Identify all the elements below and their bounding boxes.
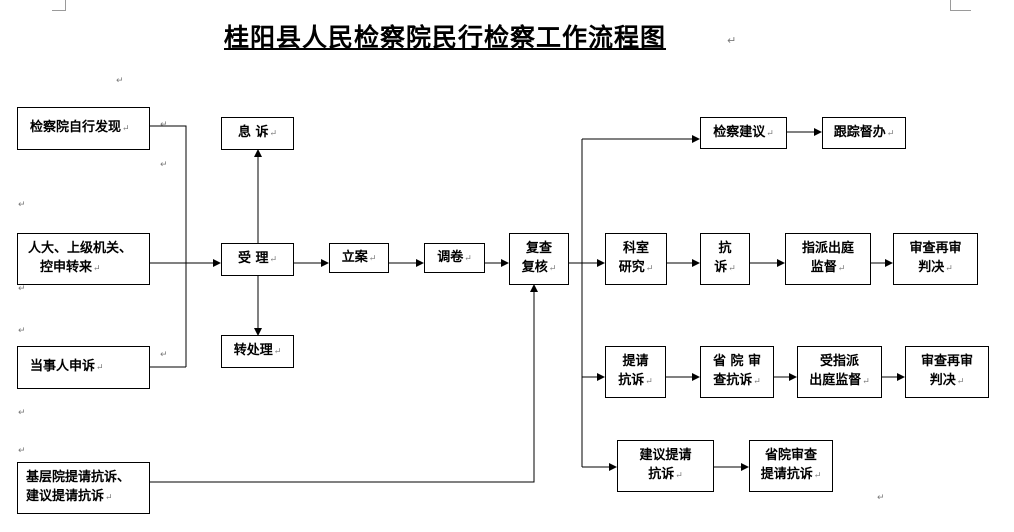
box-label-line1: 科室	[622, 241, 649, 256]
box-label-line2: 抗诉	[648, 465, 683, 486]
box-label-line2: 抗诉	[618, 371, 653, 392]
box-accept: 受 理	[221, 243, 294, 276]
box-label: 受 理	[238, 249, 277, 270]
paragraph-mark: ↵	[160, 120, 168, 130]
connector-grassroots-review	[150, 284, 538, 483]
paragraph-mark: ↵	[160, 160, 168, 170]
box-retrial-judgment-1: 审查再审 判决	[893, 233, 978, 285]
box-label-line1: 提请	[622, 354, 649, 369]
box-file-case: 立案	[329, 243, 389, 273]
box-npc-transfer: 人大、上级机关、 控申转来	[17, 233, 150, 285]
box-grassroots-request: 基层院提请抗诉、 建议提请抗诉	[17, 462, 150, 514]
box-label: 检察院自行发现	[30, 118, 130, 139]
box-label-line2: 查抗诉	[713, 371, 761, 392]
box-label-line1: 基层院提请抗诉、	[26, 470, 131, 485]
box-retrial-judgment-2: 审查再审 判决	[905, 346, 989, 398]
box-label-line2: 复核	[522, 258, 557, 279]
box-label: 转处理	[234, 341, 282, 362]
box-label-line1: 复查	[525, 241, 552, 256]
box-party-complaint: 当事人申诉	[17, 346, 150, 389]
box-review: 复查 复核	[509, 233, 569, 285]
page-corner-top-left	[52, 0, 66, 11]
paragraph-mark: ↵	[877, 493, 885, 503]
box-label: 立案	[342, 248, 377, 269]
paragraph-mark: ↵	[160, 350, 168, 360]
box-label-line1: 人大、上级机关、	[28, 241, 133, 256]
box-label: 当事人申诉	[30, 357, 104, 378]
box-label: 息 诉	[238, 123, 277, 144]
paragraph-mark: ↵	[116, 76, 124, 86]
paragraph-mark: ↵	[18, 446, 26, 456]
connector-self-found	[150, 125, 187, 367]
box-retrieve-files: 调卷	[424, 243, 485, 273]
paragraph-mark: ↵	[18, 200, 26, 210]
box-accept-assign-supervise: 受指派 出庭监督	[797, 346, 882, 398]
box-protest: 抗 诉	[700, 233, 750, 285]
box-label-line1: 指派出庭	[801, 241, 854, 256]
box-label-line2: 研究	[619, 258, 654, 279]
box-provincial-review-protest: 省 院 审 查抗诉	[700, 346, 774, 398]
box-prosecutorial-advice: 检察建议	[700, 117, 787, 149]
paragraph-mark: ↵	[18, 326, 26, 336]
box-follow-up: 跟踪督办	[822, 117, 906, 149]
box-label: 跟踪督办	[834, 123, 895, 144]
box-label-line2: 判决	[918, 258, 953, 279]
box-settle: 息 诉	[221, 117, 294, 150]
box-label-line2: 建议提请抗诉	[26, 487, 113, 508]
paragraph-mark: ↵	[727, 34, 737, 47]
box-label-line2: 判决	[930, 371, 965, 392]
box-label-line1: 受指派	[819, 354, 859, 369]
paragraph-mark: ↵	[18, 408, 26, 418]
paragraph-mark: ↵	[18, 284, 26, 294]
box-label-line1: 建议提请	[639, 448, 692, 463]
box-label-line1: 抗	[718, 241, 732, 256]
box-suggest-request-protest: 建议提请 抗诉	[617, 440, 714, 492]
box-label-line2: 提请抗诉	[761, 465, 822, 486]
box-label: 调卷	[437, 248, 472, 269]
box-assign-supervise: 指派出庭 监督	[785, 233, 871, 285]
box-request-protest: 提请 抗诉	[605, 346, 666, 398]
box-label-line2: 出庭监督	[809, 371, 870, 392]
box-dept-study: 科室 研究	[605, 233, 667, 285]
box-provincial-review-request: 省院审查 提请抗诉	[749, 440, 833, 492]
box-transfer-handle: 转处理	[221, 335, 294, 368]
box-self-found: 检察院自行发现	[17, 107, 150, 150]
box-label: 检察建议	[713, 123, 774, 144]
box-label-line1: 审查再审	[920, 354, 973, 369]
box-label-line1: 省院审查	[764, 448, 817, 463]
box-label-line2: 监督	[811, 258, 846, 279]
page-corner-top-right	[950, 0, 971, 11]
box-label-line1: 审查再审	[909, 241, 962, 256]
box-label-line2: 诉	[714, 258, 736, 279]
page-title: 桂阳县人民检察院民行检察工作流程图	[224, 23, 667, 52]
box-label-line2: 控申转来	[28, 258, 101, 279]
box-label-line1: 省 院 审	[712, 354, 762, 369]
